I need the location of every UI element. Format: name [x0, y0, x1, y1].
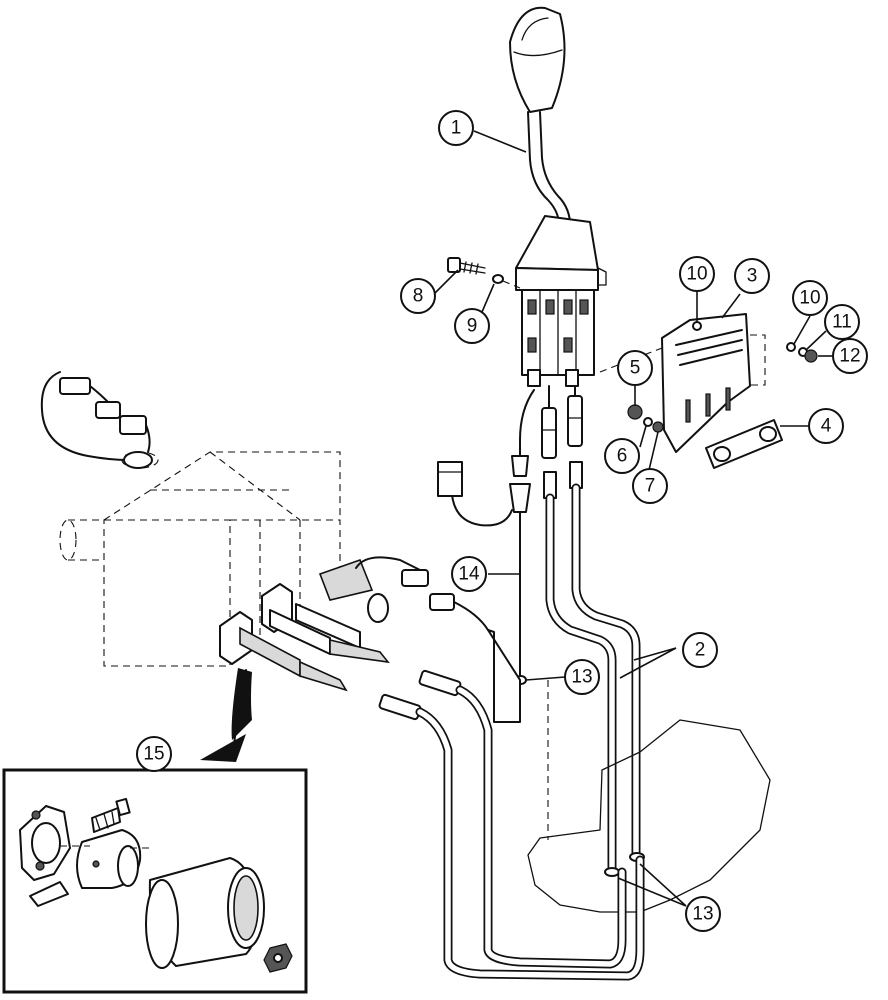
- callout-8: 8: [400, 278, 436, 314]
- cable-tubes: [545, 483, 645, 877]
- callout-1: 1: [438, 110, 474, 146]
- left-sensor-harness: [40, 371, 153, 469]
- callout-11: 11: [824, 304, 860, 340]
- callout-2: 2: [682, 632, 718, 668]
- callout-14: 14: [451, 556, 487, 592]
- callout-10-right: 10: [792, 280, 828, 316]
- callout-15: 15: [136, 736, 172, 772]
- detail-inset: [2, 768, 308, 994]
- callout-4: 4: [808, 408, 844, 444]
- mounting-bracket: [599, 313, 766, 453]
- callout-13-upper: 13: [564, 659, 600, 695]
- svg-text:4: 4: [821, 416, 832, 437]
- clamp-plate: [705, 419, 783, 469]
- svg-text:8: 8: [413, 286, 424, 307]
- svg-text:11: 11: [832, 312, 852, 333]
- callout-12: 12: [832, 338, 868, 374]
- callout-5: 5: [617, 350, 653, 386]
- svg-text:9: 9: [467, 316, 478, 337]
- callout-7: 7: [632, 468, 668, 504]
- hardware-small-parts: [627, 321, 818, 433]
- bolt-and-washer: [447, 257, 521, 289]
- floor-panel-cutout: [527, 719, 771, 913]
- callout-3: 3: [734, 258, 770, 294]
- svg-text:10: 10: [686, 264, 707, 285]
- callout-9: 9: [454, 308, 490, 344]
- svg-text:1: 1: [451, 118, 462, 139]
- control-lever: [509, 6, 579, 241]
- svg-text:7: 7: [645, 476, 656, 497]
- svg-text:10: 10: [799, 288, 820, 309]
- svg-text:6: 6: [617, 446, 628, 467]
- callout-6: 6: [604, 438, 640, 474]
- callout-10-bracket: 10: [679, 256, 715, 292]
- svg-text:2: 2: [695, 640, 706, 661]
- detail-arrow: [200, 668, 252, 762]
- callout-13-lower: 13: [685, 896, 721, 932]
- svg-text:5: 5: [630, 358, 641, 379]
- svg-text:14: 14: [458, 564, 480, 585]
- valve-fittings: [219, 556, 521, 723]
- svg-text:13: 13: [571, 667, 592, 688]
- cable-ends: [541, 385, 583, 499]
- wire-harness: [437, 389, 535, 685]
- svg-text:15: 15: [143, 744, 164, 765]
- valve-control-cables: [378, 669, 645, 981]
- svg-text:3: 3: [747, 266, 758, 287]
- svg-text:13: 13: [692, 904, 713, 925]
- svg-text:12: 12: [839, 346, 860, 367]
- leader-lines: [433, 130, 832, 907]
- lever-valve-body: [515, 215, 607, 387]
